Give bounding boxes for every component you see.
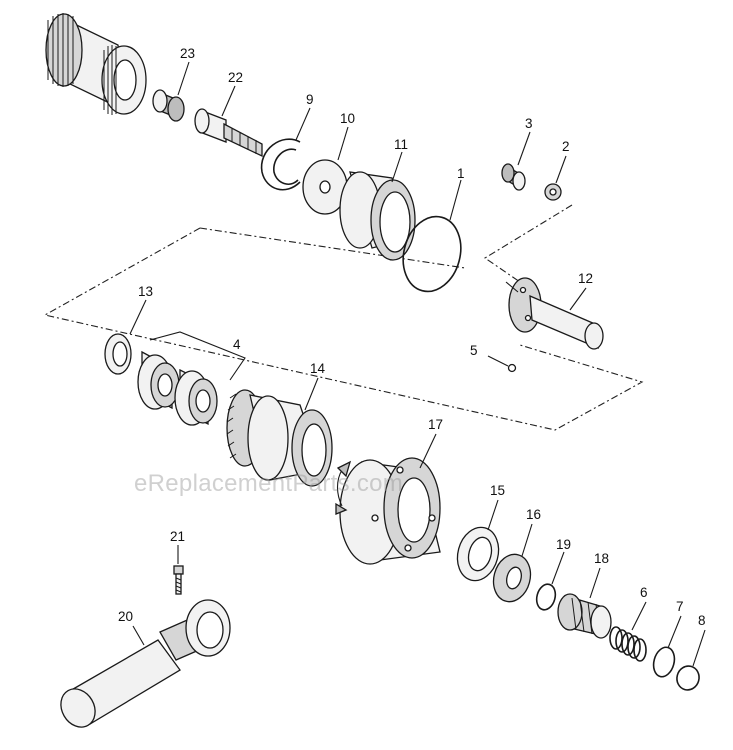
- part-7-ring: [652, 615, 682, 678]
- part-5-pin: [487, 355, 517, 373]
- callout-13: 13: [138, 284, 154, 299]
- part-6-spring: [609, 601, 647, 662]
- callout-22: 22: [228, 70, 244, 85]
- part-19-ring: [535, 551, 565, 611]
- callout-3: 3: [525, 116, 533, 131]
- part-21-screw: [173, 545, 184, 595]
- callout-6: 6: [640, 585, 648, 600]
- callout-17: 17: [428, 417, 444, 432]
- callout-15: 15: [490, 483, 506, 498]
- callout-20: 20: [118, 609, 134, 624]
- part-18-spring-collar: [557, 567, 612, 639]
- part-20-handle: [60, 599, 231, 728]
- part-8-snap-ring: [676, 629, 706, 691]
- callout-5: 5: [470, 343, 478, 358]
- part-17-clutch-housing: [335, 433, 441, 565]
- callout-7: 7: [676, 599, 684, 614]
- part-15-washer: [456, 499, 500, 582]
- part-14-gear-sleeve: [226, 377, 333, 487]
- callout-8: 8: [698, 613, 706, 628]
- part-4-ball-bearings: [137, 331, 246, 426]
- callout-4: 4: [233, 337, 241, 352]
- callout-10: 10: [340, 111, 356, 126]
- part-22-shaft: [194, 85, 263, 158]
- part-11-sleeve: [339, 151, 416, 261]
- callout-21: 21: [170, 529, 186, 544]
- callout-12: 12: [578, 271, 594, 286]
- part-9-snap-ring: [260, 107, 311, 191]
- part-2-bushing: [544, 155, 567, 201]
- callout-2: 2: [562, 139, 570, 154]
- part-12-crankshaft: [505, 277, 604, 350]
- callout-14: 14: [310, 361, 326, 376]
- callout-18: 18: [594, 551, 610, 566]
- part-1-o-ring: [402, 179, 462, 293]
- callout-11: 11: [394, 137, 409, 152]
- callout-9: 9: [306, 92, 314, 107]
- assembly-guide-lines: [43, 204, 644, 431]
- part-10-washer: [302, 126, 349, 215]
- splined-housing-part: [45, 13, 147, 115]
- part-16-washer: [492, 523, 533, 603]
- callout-16: 16: [526, 507, 542, 522]
- callout-19: 19: [556, 537, 572, 552]
- part-3-needle-bearing: [501, 131, 531, 191]
- watermark-text: eReplacementParts.com: [134, 470, 404, 497]
- callout-1: 1: [457, 166, 465, 181]
- part-23-needle-bearing: [152, 61, 190, 122]
- part-13-spacer-ring: [104, 299, 147, 375]
- callout-23: 23: [180, 46, 196, 61]
